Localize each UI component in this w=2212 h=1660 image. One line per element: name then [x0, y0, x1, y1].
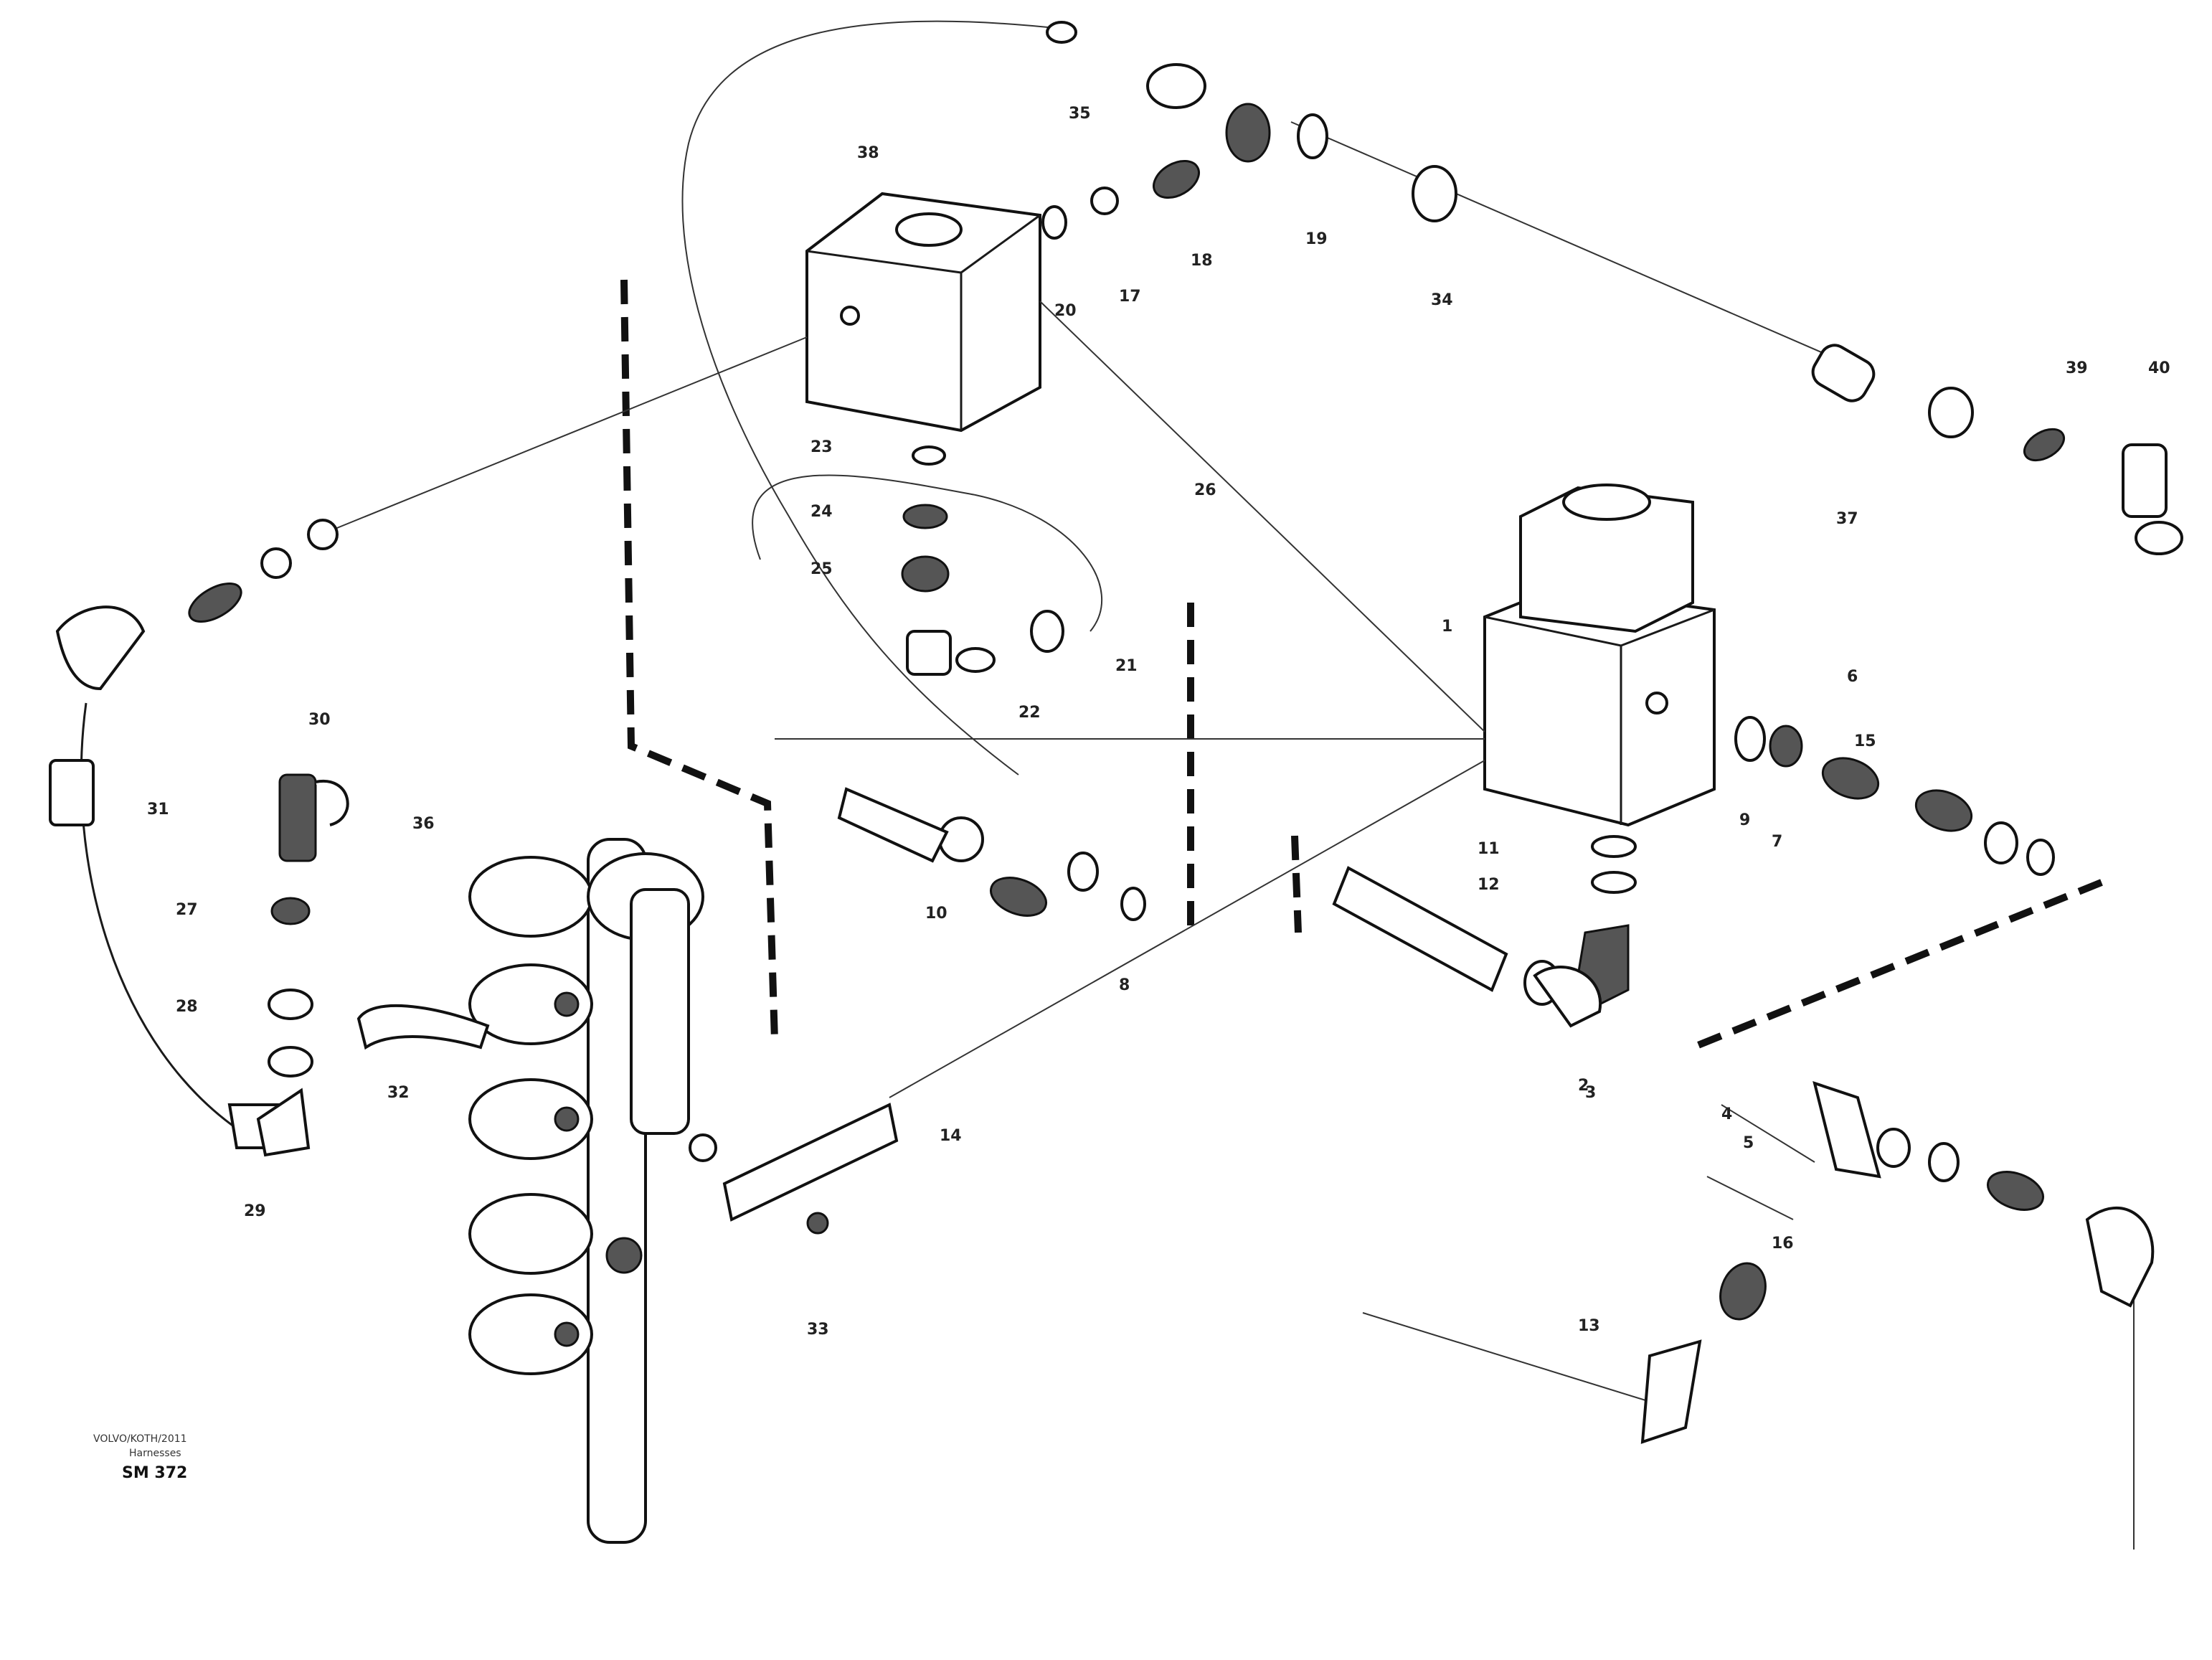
right-valve-block	[1483, 484, 1716, 827]
illustration-ref-code: SM 372	[122, 1464, 187, 1482]
callout-24: 24	[810, 503, 833, 521]
callout-8: 8	[1119, 976, 1130, 994]
dashed-boundary-right	[1691, 879, 2103, 1051]
callout-6: 6	[1847, 668, 1858, 686]
callout-30: 30	[308, 711, 331, 729]
callout-21: 21	[1115, 657, 1138, 675]
callout-14: 14	[940, 1127, 962, 1145]
callout-32: 32	[387, 1084, 410, 1102]
callout-26: 26	[1194, 481, 1216, 499]
callout-34: 34	[1431, 291, 1453, 309]
callout-22: 22	[1018, 704, 1041, 722]
manifold-column	[356, 838, 704, 1544]
callout-28: 28	[176, 998, 198, 1016]
callout-4: 4	[1721, 1105, 1732, 1123]
dashed-boundary-mid2	[1291, 835, 1302, 933]
center-fittings-stack	[752, 445, 1146, 921]
left-middle-fittings	[256, 773, 349, 1157]
right-fittings	[1332, 716, 2155, 1444]
callout-23: 23	[810, 438, 833, 456]
callout-3: 3	[1585, 1084, 1596, 1102]
callout-31: 31	[147, 801, 169, 819]
line-left-hose	[329, 336, 808, 532]
callout-40: 40	[2148, 359, 2170, 377]
callout-20: 20	[1054, 302, 1077, 320]
callout-29: 29	[244, 1202, 266, 1220]
callout-7: 7	[1772, 833, 1782, 851]
callout-9: 9	[1739, 811, 1750, 829]
callout-15: 15	[1854, 732, 1876, 750]
callout-19: 19	[1305, 230, 1328, 248]
callout-10: 10	[925, 905, 947, 923]
callout-35: 35	[1069, 105, 1091, 123]
callout-16: 16	[1772, 1235, 1794, 1253]
line-right-bottom	[1362, 1312, 1665, 1407]
callout-12: 12	[1478, 876, 1500, 894]
callout-2: 2	[1578, 1077, 1589, 1095]
callout-27: 27	[176, 901, 198, 919]
callout-37: 37	[1836, 510, 1858, 528]
callout-38: 38	[857, 144, 879, 162]
callout-18: 18	[1191, 252, 1213, 270]
illustration-ref-line2: Harnesses	[129, 1448, 181, 1459]
callout-17: 17	[1119, 288, 1141, 306]
center-bracket	[689, 1103, 899, 1235]
callout-36: 36	[412, 815, 435, 833]
illustration-ref-line1: VOLVO/KOTH/2011	[93, 1433, 187, 1445]
callout-11: 11	[1478, 840, 1500, 858]
line-long-diagonal	[889, 760, 1485, 1098]
callout-5: 5	[1743, 1134, 1754, 1152]
dashed-boundary-left	[620, 279, 778, 1041]
upper-arc-hose	[681, 20, 1062, 775]
callout-39: 39	[2066, 359, 2088, 377]
callout-13: 13	[1578, 1317, 1600, 1335]
callout-25: 25	[810, 560, 833, 578]
upper-valve-block	[805, 192, 1041, 433]
callout-33: 33	[807, 1321, 829, 1339]
line-block-to-block	[1039, 301, 1485, 732]
callout-1: 1	[1442, 618, 1452, 636]
line-upper-to-right	[1290, 121, 1837, 359]
upper-fittings-chain	[1041, 21, 2183, 555]
